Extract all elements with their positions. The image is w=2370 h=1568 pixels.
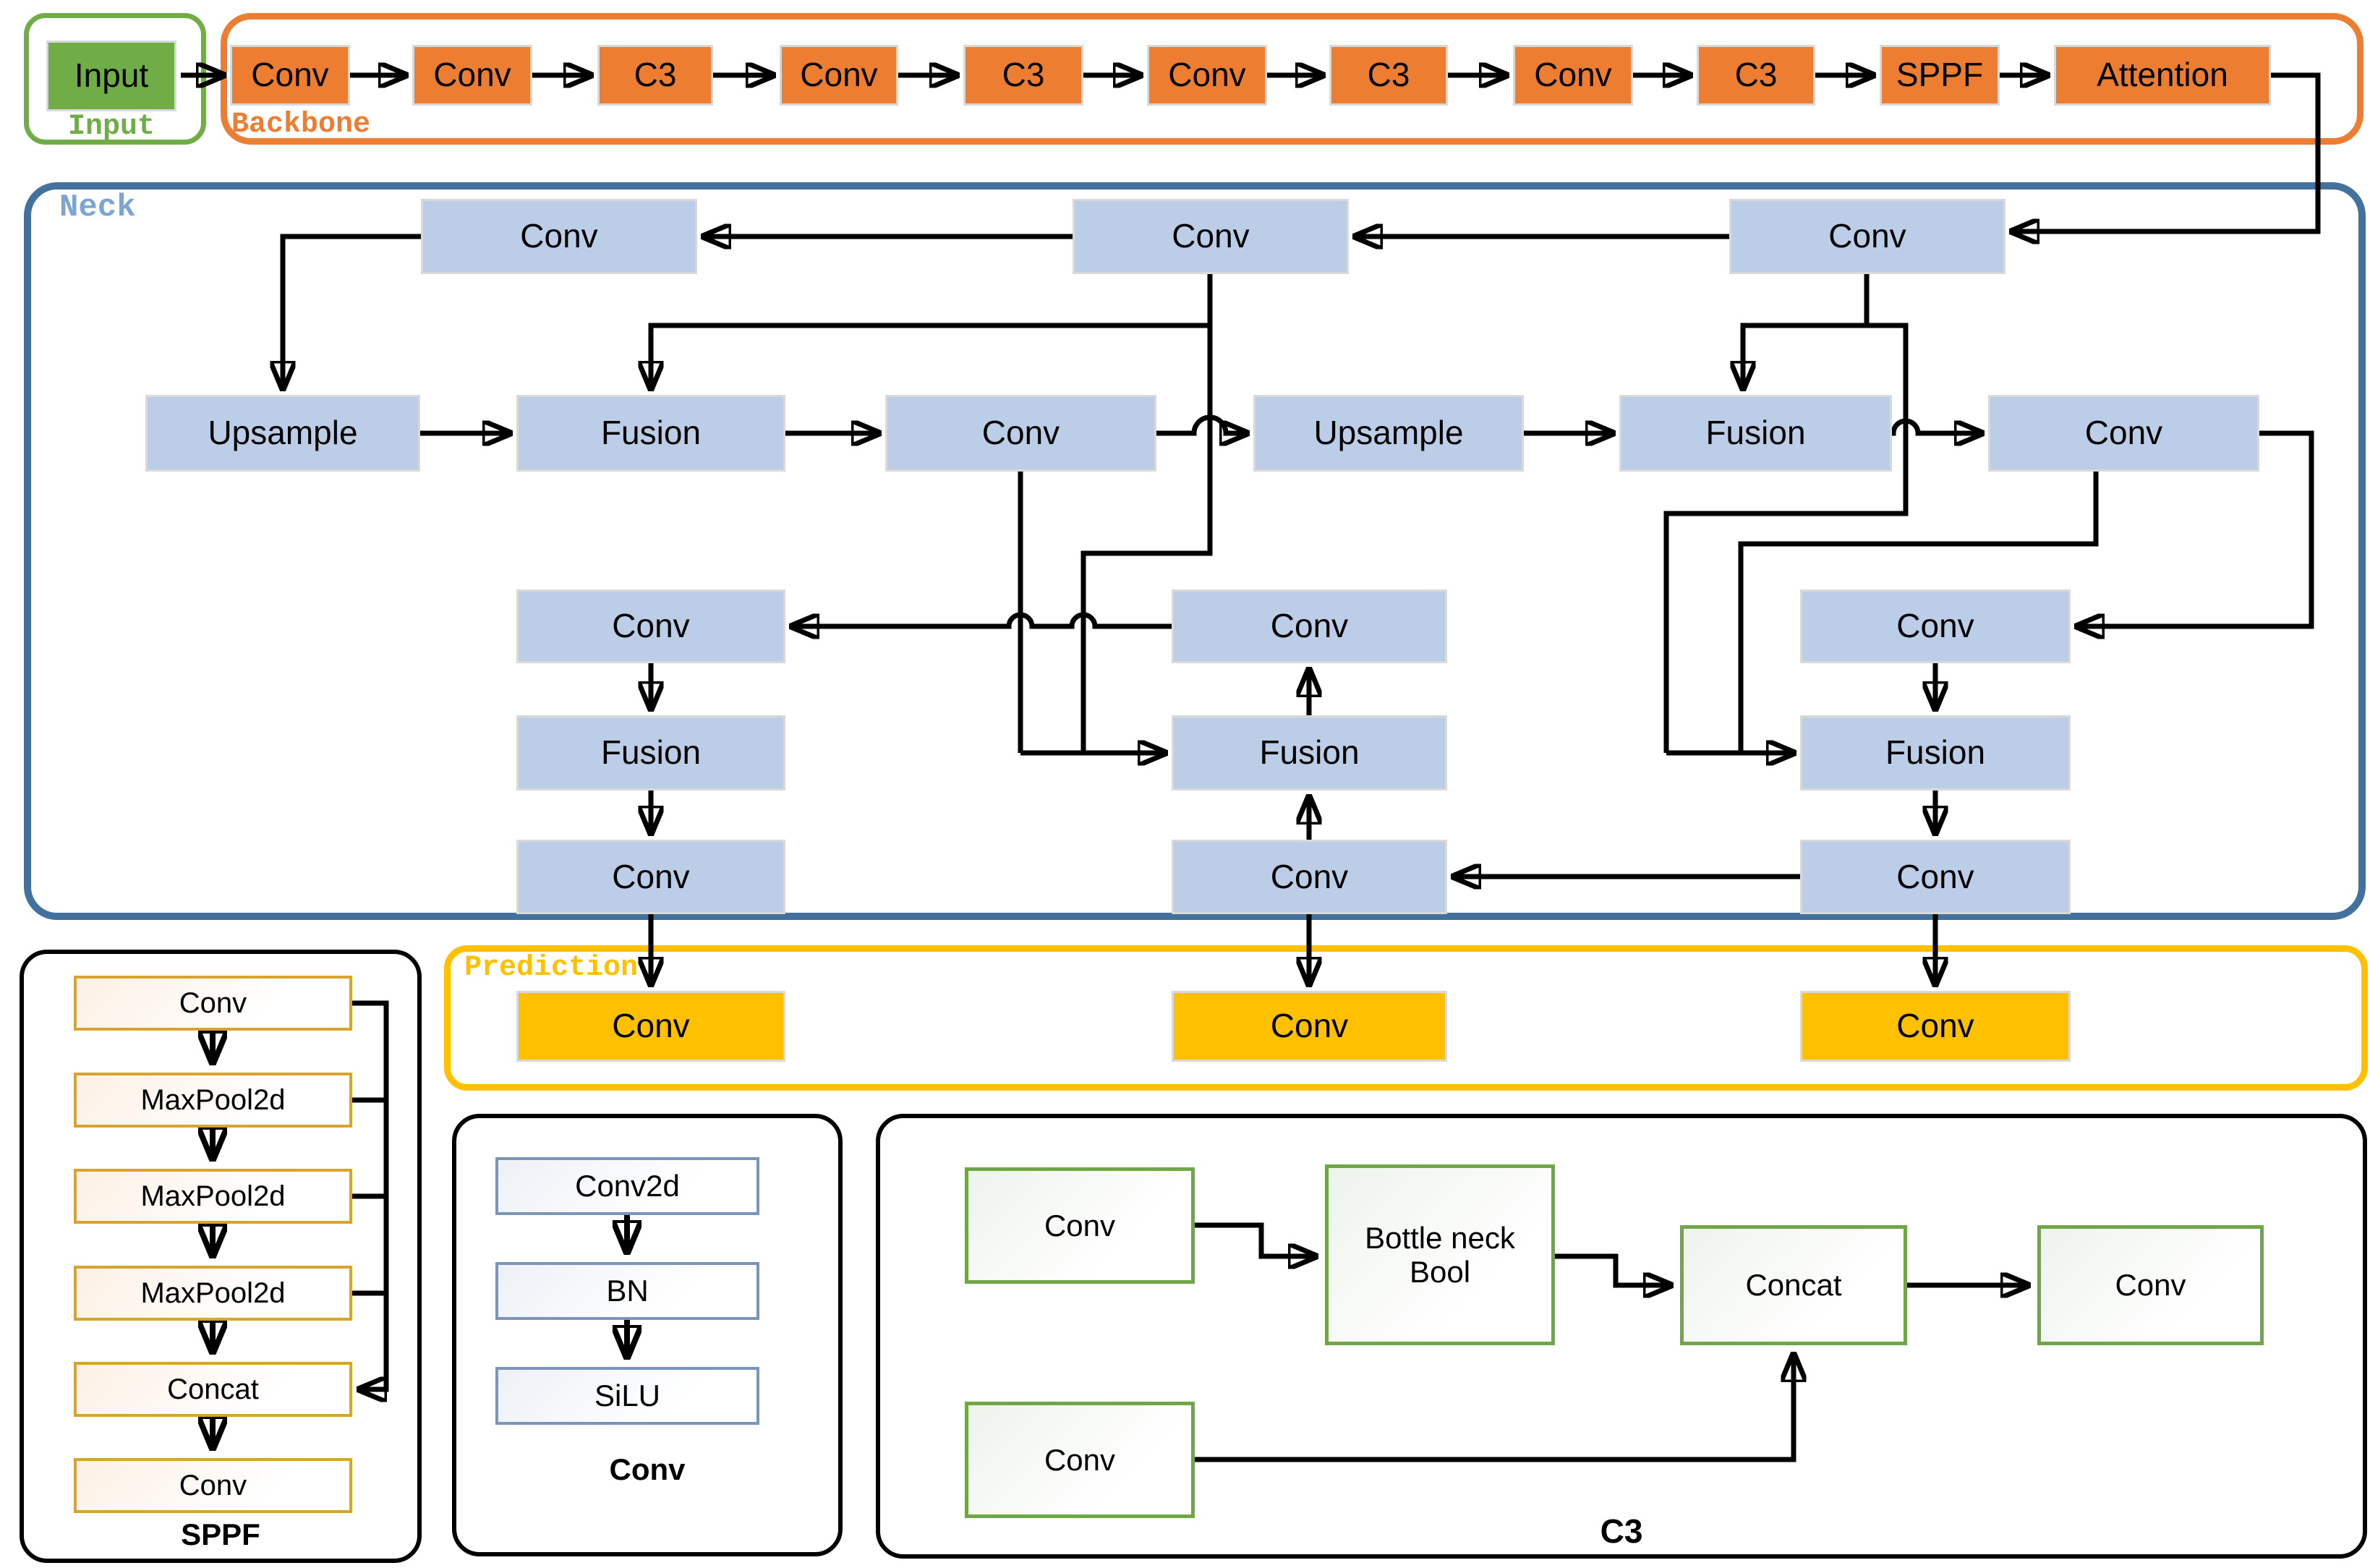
node-neck-conv-2b: Conv <box>1988 395 2259 472</box>
node-convdetail-silu: SiLU <box>495 1367 759 1425</box>
node-neck-top-conv-3: Conv <box>1729 199 2005 274</box>
backbone-caption: Backbone <box>231 108 371 141</box>
edge-c3-bottleneck-concat <box>1555 1253 1668 1285</box>
node-sppf-concat: Concat <box>74 1362 352 1417</box>
node-pred-conv-2: Conv <box>1172 991 1447 1062</box>
node-neck-right-conv-bottom: Conv <box>1800 840 2071 914</box>
node-backbone-c3-1: C3 <box>597 45 713 106</box>
edge-convm3-convl3 <box>794 612 1172 626</box>
node-sppf-maxpool-2: MaxPool2d <box>74 1169 352 1224</box>
conv-panel-label: Conv <box>609 1452 686 1486</box>
node-backbone-conv-4: Conv <box>1147 45 1267 106</box>
edge-attention-neckconv3 <box>2014 72 2321 231</box>
node-c3-conv-bottomleft: Conv <box>965 1402 1195 1518</box>
edge-t3-trunk <box>1663 323 1909 753</box>
edge-t1-upsample1 <box>283 234 421 386</box>
node-c3-concat: Concat <box>1680 1225 1907 1345</box>
node-backbone-conv-2: Conv <box>412 45 532 106</box>
c3-panel-label: C3 <box>1600 1512 1643 1550</box>
node-neck-upsample-1: Upsample <box>145 395 420 472</box>
edge-conv2a-upsample2 <box>1156 414 1245 433</box>
node-neck-mid-fusion: Fusion <box>1172 715 1447 791</box>
edge-conv2b-down <box>1738 472 2099 753</box>
input-caption: Input <box>67 111 155 143</box>
node-neck-top-conv-1: Conv <box>421 199 697 274</box>
edge-t2-skip-fusion1 <box>651 323 1210 386</box>
sppf-panel-label: SPPF <box>181 1517 260 1551</box>
prediction-section-frame <box>444 945 2368 1091</box>
node-backbone-sppf: SPPF <box>1880 45 2000 106</box>
node-convdetail-conv2d: Conv2d <box>495 1157 759 1215</box>
node-neck-left-fusion: Fusion <box>516 715 785 791</box>
edge-conv2b-convr3 <box>2079 430 2314 626</box>
node-neck-fusion-2: Fusion <box>1619 395 1892 472</box>
node-neck-fusion-1: Fusion <box>516 395 785 472</box>
node-neck-top-conv-2: Conv <box>1073 199 1349 274</box>
sppf-detail-panel <box>20 950 422 1563</box>
node-c3-conv-right: Conv <box>2037 1225 2264 1345</box>
node-neck-left-conv-bottom: Conv <box>516 840 785 914</box>
edge-t3-skip-fusion2 <box>1743 323 1867 386</box>
node-backbone-c3-2: C3 <box>963 45 1083 106</box>
neck-section-frame <box>24 182 2366 920</box>
node-neck-upsample-2: Upsample <box>1253 395 1524 472</box>
node-sppf-conv-top: Conv <box>74 976 352 1031</box>
edge-t2-trunk <box>1080 274 1213 753</box>
node-c3-bottleneck: Bottle neck Bool <box>1325 1164 1555 1345</box>
node-backbone-conv-1: Conv <box>230 45 350 106</box>
node-sppf-maxpool-3: MaxPool2d <box>74 1266 352 1321</box>
edge-c3-conv2-concat <box>1195 1357 1794 1462</box>
node-neck-conv-2a: Conv <box>885 395 1156 472</box>
node-sppf-maxpool-1: MaxPool2d <box>74 1073 352 1128</box>
c3-detail-panel <box>876 1114 2367 1559</box>
node-pred-conv-3: Conv <box>1800 991 2071 1062</box>
node-backbone-c3-3: C3 <box>1329 45 1448 106</box>
node-backbone-c3-4: C3 <box>1697 45 1815 106</box>
node-backbone-attention: Attention <box>2054 45 2271 106</box>
node-input: Input <box>46 41 176 111</box>
node-pred-conv-1: Conv <box>516 991 785 1062</box>
node-backbone-conv-3: Conv <box>780 45 898 106</box>
node-neck-mid-conv-bottom: Conv <box>1172 840 1447 914</box>
node-neck-right-conv-top: Conv <box>1800 589 2071 663</box>
conv-detail-panel <box>452 1114 843 1556</box>
node-neck-mid-conv-top: Conv <box>1172 589 1447 663</box>
neck-caption: Neck <box>59 189 136 226</box>
node-convdetail-bn: BN <box>495 1262 759 1320</box>
node-c3-conv-topleft: Conv <box>965 1167 1195 1284</box>
node-backbone-conv-5: Conv <box>1513 45 1633 106</box>
node-neck-left-conv-top: Conv <box>516 589 785 663</box>
node-sppf-conv-bottom: Conv <box>74 1458 352 1513</box>
node-neck-right-fusion: Fusion <box>1800 715 2071 791</box>
edge-c3-conv-bottleneck <box>1195 1222 1313 1256</box>
prediction-caption: Prediction <box>464 952 639 984</box>
